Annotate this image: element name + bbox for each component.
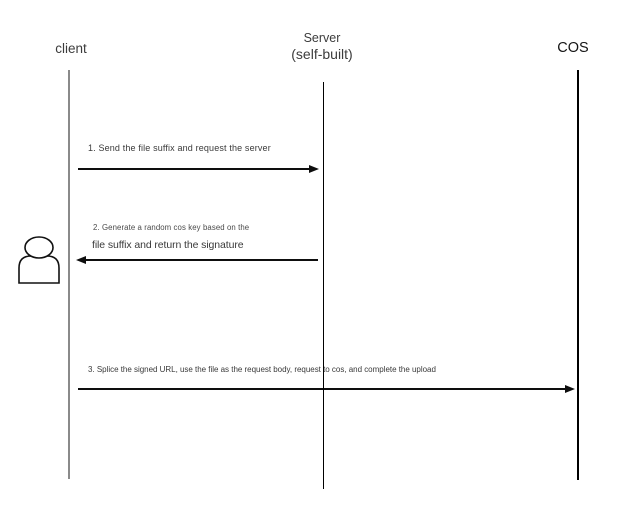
lifeline-cos	[577, 70, 579, 480]
message-2-label-line1: 2. Generate a random cos key based on th…	[93, 223, 250, 232]
message-1-arrowhead-right-icon	[308, 164, 319, 173]
actor-label-server-line2: (self-built)	[291, 46, 353, 62]
lifeline-server	[323, 82, 325, 489]
actor-label-server: Server (self-built)	[291, 31, 352, 63]
message-3-arrow-line	[78, 388, 565, 390]
actor-label-cos: COS	[557, 40, 589, 56]
message-1-label: 1. Send the file suffix and request the …	[88, 143, 271, 153]
message-2-arrow-line	[86, 259, 318, 261]
message-2-label-line2: file suffix and return the signature	[92, 239, 244, 251]
message-3-label: 3. Splice the signed URL, use the file a…	[88, 365, 436, 374]
message-3-arrowhead-right-icon	[564, 384, 575, 393]
person-icon	[18, 236, 60, 284]
lifeline-client	[68, 70, 70, 479]
message-1-arrow-line	[78, 168, 309, 170]
message-2-arrowhead-left-icon	[75, 255, 86, 264]
actor-label-client: client	[55, 41, 87, 56]
actor-label-server-line1: Server	[303, 31, 341, 45]
